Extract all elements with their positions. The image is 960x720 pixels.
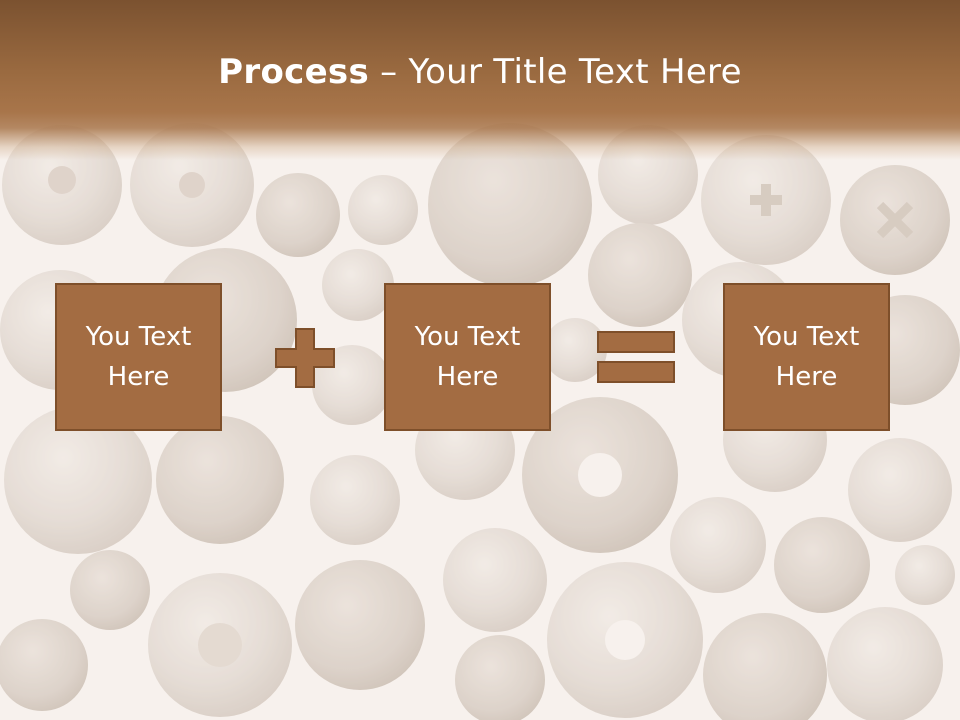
process-box-3[interactable]: You Text Here <box>723 283 890 431</box>
title-bar <box>0 0 960 160</box>
process-box-2-text: You Text Here <box>414 322 521 392</box>
process-box-2[interactable]: You Text Here <box>384 283 551 431</box>
process-box-1-text: You Text Here <box>85 322 192 392</box>
process-box-1[interactable]: You Text Here <box>55 283 222 431</box>
title-bold: Process <box>218 52 370 92</box>
slide-title[interactable]: Process – Your Title Text Here <box>0 52 960 92</box>
plus-icon <box>275 328 335 388</box>
process-box-3-text: You Text Here <box>753 322 860 392</box>
title-rest: Your Title Text Here <box>408 52 742 92</box>
equals-icon <box>597 331 675 383</box>
title-separator: – <box>369 52 409 92</box>
